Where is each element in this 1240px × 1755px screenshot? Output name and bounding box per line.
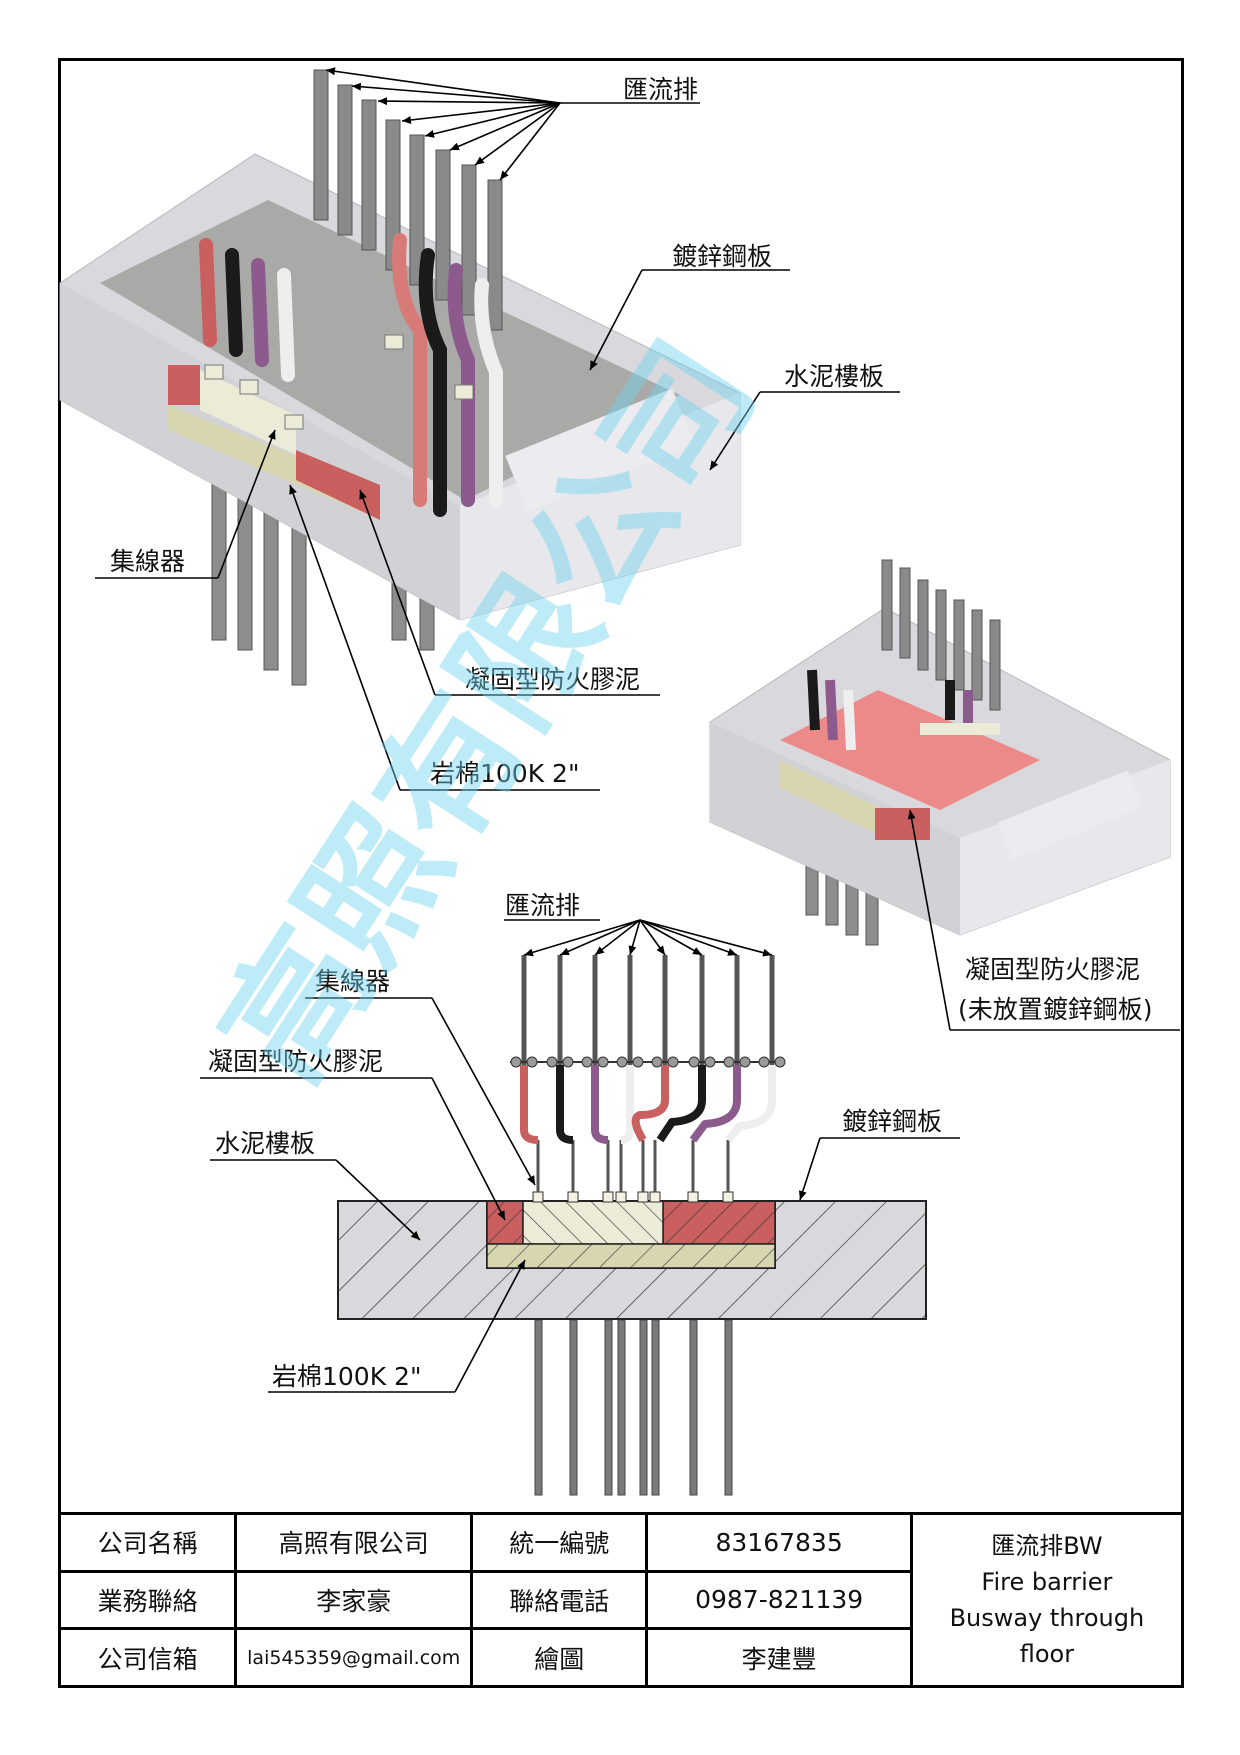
label-concrete-slab-section: 水泥樓板 xyxy=(215,1129,315,1158)
isometric-view-with-plate xyxy=(59,69,741,686)
label-fire-putty: 凝固型防火膠泥 xyxy=(465,665,640,694)
label-fire-putty-no-plate-line2: (未放置鍍鋅鋼板) xyxy=(958,995,1153,1024)
label-galvanized-plate: 鍍鋅鋼板 xyxy=(672,242,772,271)
drawing-title-line2: Fire barrier xyxy=(981,1568,1113,1596)
label-collector-section: 集線器 xyxy=(315,967,390,996)
label-rock-wool-section: 岩棉100K 2" xyxy=(272,1362,421,1391)
phone-value: 0987-821139 xyxy=(645,1569,913,1631)
title-block: 公司名稱 高照有限公司 統一編號 83167835 匯流排BW Fire bar… xyxy=(57,1512,1185,1688)
company-name-label: 公司名稱 xyxy=(57,1512,238,1573)
label-collector: 集線器 xyxy=(110,547,185,576)
drawing-title-line1: 匯流排BW xyxy=(991,1532,1103,1560)
label-busbar: 匯流排 xyxy=(623,75,698,104)
company-name-value: 高照有限公司 xyxy=(234,1512,474,1573)
email-label: 公司信箱 xyxy=(57,1627,238,1688)
label-fire-putty-no-plate-line1: 凝固型防火膠泥 xyxy=(965,955,1140,984)
section-view xyxy=(337,955,927,1496)
drawing-canvas: 匯流排 鍍鋅鋼板 水泥樓板 集線器 凝固型防火膠泥 岩棉100K 2" 凝固型防… xyxy=(59,67,1180,1496)
leader-lines xyxy=(95,67,1180,1393)
label-galvanized-plate-section: 鍍鋅鋼板 xyxy=(842,1107,942,1136)
drawn-by-label: 繪圖 xyxy=(470,1627,649,1688)
label-rock-wool: 岩棉100K 2" xyxy=(430,759,579,788)
drawn-by-value: 李建豐 xyxy=(645,1627,913,1688)
drawing-title: 匯流排BW Fire barrier Busway through floor xyxy=(909,1512,1185,1688)
email-value[interactable]: lai545359@gmail.com xyxy=(234,1627,474,1688)
label-busbar-section: 匯流排 xyxy=(505,891,580,920)
sales-contact-value: 李家豪 xyxy=(234,1569,474,1631)
drawing-title-line4: floor xyxy=(1019,1640,1075,1668)
label-fire-putty-section: 凝固型防火膠泥 xyxy=(208,1047,383,1076)
drawing-title-line3: Busway through xyxy=(949,1604,1145,1632)
drawing-frame xyxy=(58,58,1184,1688)
label-concrete-slab: 水泥樓板 xyxy=(784,362,884,391)
isometric-view-without-plate xyxy=(709,559,1171,946)
tax-id-label: 統一編號 xyxy=(470,1512,649,1573)
phone-label: 聯絡電話 xyxy=(470,1569,649,1631)
sales-contact-label: 業務聯絡 xyxy=(57,1569,238,1631)
tax-id-value: 83167835 xyxy=(645,1512,913,1573)
